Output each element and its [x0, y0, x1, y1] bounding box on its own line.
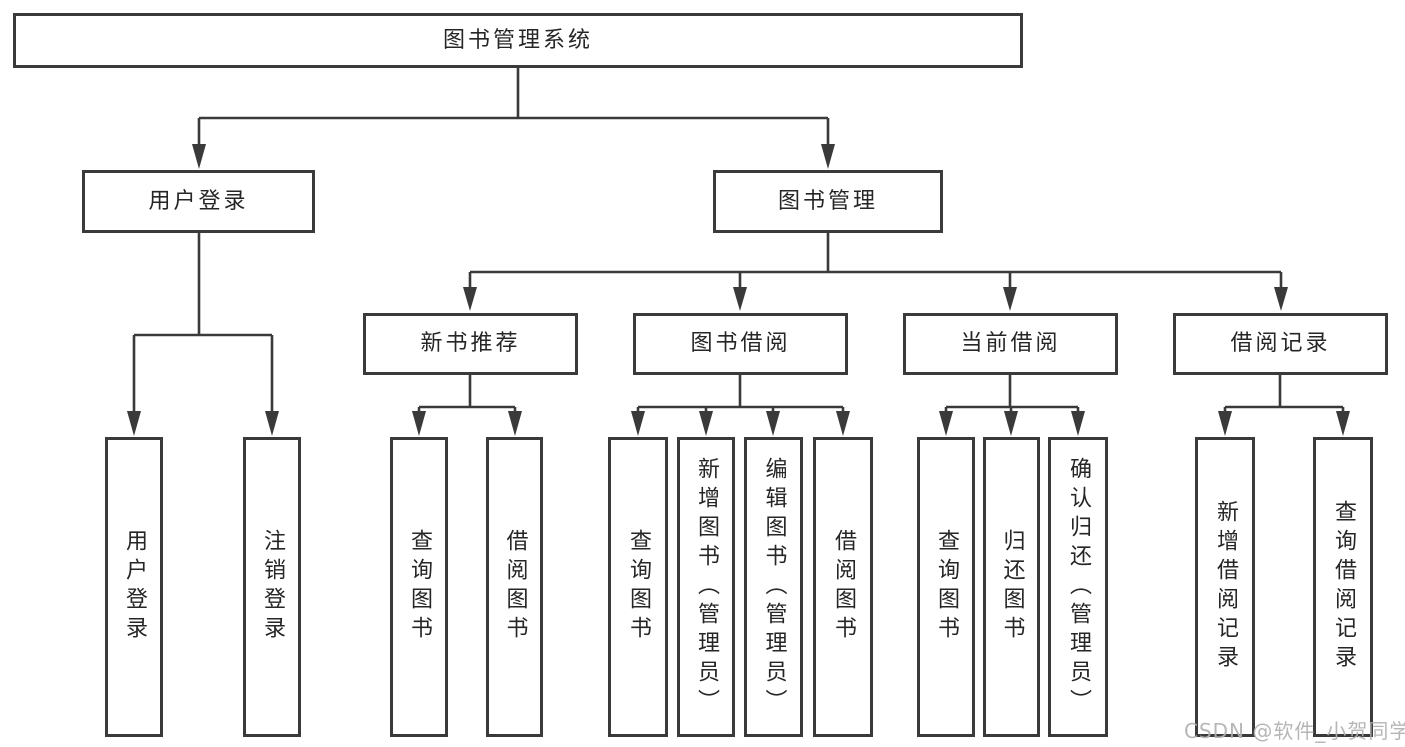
leaf-confirm-return-admin: 确认归还（管理员） [1048, 437, 1108, 737]
arrowheads [127, 144, 1350, 436]
node-new-book-recommend: 新书推荐 [363, 313, 578, 375]
leaf-label: 查询图书 [626, 529, 651, 645]
leaf-add-books-admin: 新增图书（管理员） [677, 437, 735, 737]
leaf-label: 用户登录 [122, 529, 147, 645]
node-user-login: 用户登录 [82, 170, 315, 233]
leaf-borrow-books: 借阅图书 [813, 437, 873, 737]
leaf-query-borrow-record: 查询借阅记录 [1313, 437, 1373, 737]
node-library-management-system: 图书管理系统 [13, 13, 1023, 68]
leaf-label: 归还图书 [999, 529, 1025, 645]
leaf-label: 借阅图书 [502, 529, 528, 645]
node-label: 用户登录 [148, 188, 249, 214]
leaf-label: 编辑图书（管理员） [761, 456, 787, 718]
leaf-query-books-current: 查询图书 [917, 437, 975, 737]
leaf-label: 新增图书（管理员） [694, 456, 719, 718]
leaf-label: 注销登录 [260, 529, 285, 645]
leaf-label: 借阅图书 [831, 529, 856, 645]
leaf-user-login: 用户登录 [105, 437, 163, 737]
node-current-borrow: 当前借阅 [903, 313, 1118, 375]
leaf-add-borrow-record: 新增借阅记录 [1195, 437, 1255, 737]
node-book-borrow: 图书借阅 [633, 313, 848, 375]
leaf-label: 查询图书 [934, 529, 959, 645]
leaf-query-books-borrow: 查询图书 [608, 437, 668, 737]
node-label: 图书管理系统 [442, 27, 593, 53]
leaf-return-books: 归还图书 [983, 437, 1040, 737]
node-label: 图书借阅 [690, 331, 791, 356]
node-label: 当前借阅 [960, 331, 1061, 356]
node-label: 新书推荐 [420, 331, 521, 356]
node-label: 图书管理 [777, 188, 878, 214]
leaf-label: 确认归还（管理员） [1066, 456, 1091, 718]
node-book-management: 图书管理 [713, 170, 943, 233]
leaf-borrow-books-recommend: 借阅图书 [486, 437, 543, 737]
csdn-watermark: CSDN @软件_小贺同学 [1184, 719, 1405, 743]
node-borrow-records: 借阅记录 [1173, 313, 1388, 375]
leaf-query-books-recommend: 查询图书 [390, 437, 448, 737]
leaf-logout: 注销登录 [243, 437, 301, 737]
leaf-label: 新增借阅记录 [1213, 500, 1238, 674]
leaf-label: 查询图书 [407, 529, 432, 645]
node-label: 借阅记录 [1230, 331, 1331, 356]
leaf-edit-books-admin: 编辑图书（管理员） [744, 437, 803, 737]
leaf-label: 查询借阅记录 [1331, 500, 1356, 674]
